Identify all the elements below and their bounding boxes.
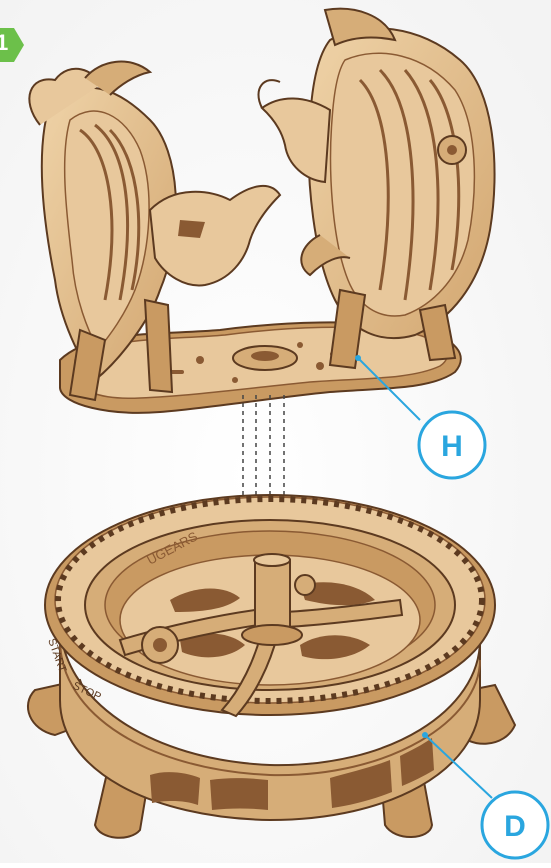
step-number: 1 <box>0 30 8 56</box>
callout-h-label: H <box>441 430 463 463</box>
callout-d-label: D <box>504 810 526 843</box>
